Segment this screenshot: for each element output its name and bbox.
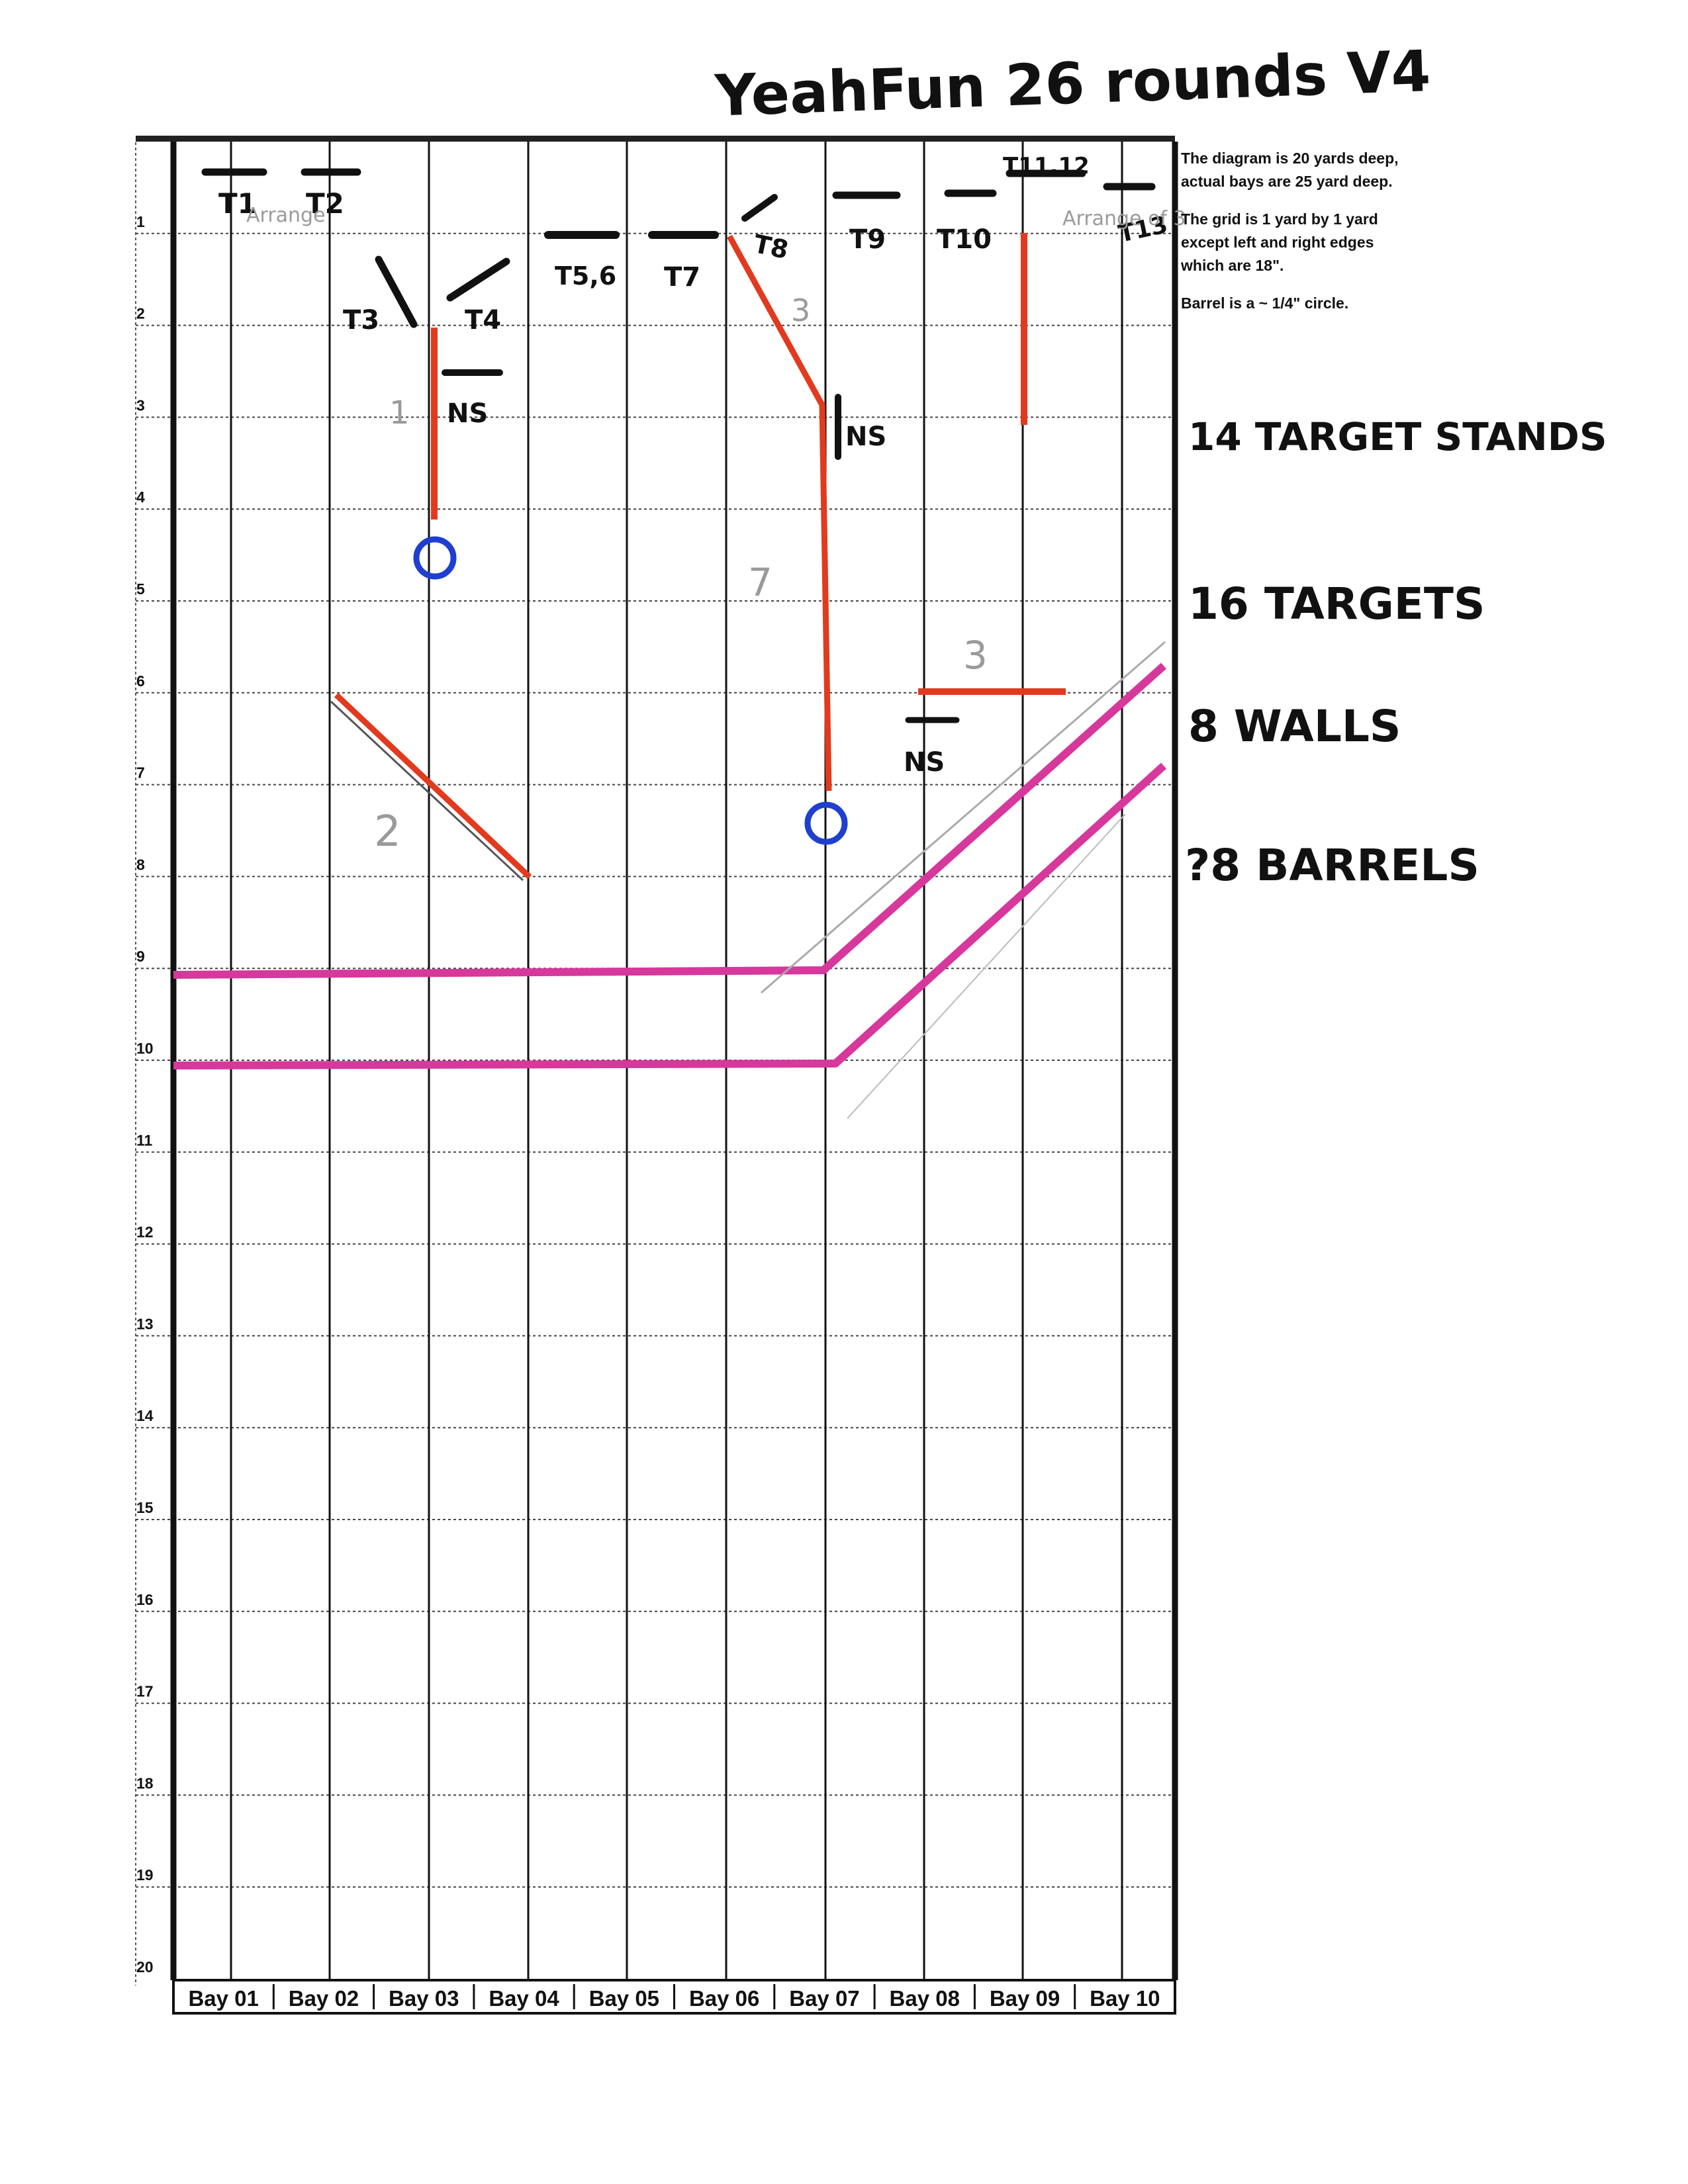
target-label-t2: T2	[306, 187, 344, 220]
fault-line-front	[173, 662, 1167, 979]
target-label-t5-6: T5,6	[555, 261, 616, 291]
row-number: 1	[136, 213, 145, 230]
target-label-t9: T9	[849, 224, 886, 255]
wall-number-3-bay08: 3	[963, 633, 988, 678]
note-grid-size: The grid is 1 yard by 1 yard except left…	[1181, 210, 1378, 274]
wall-number-2: 2	[374, 807, 401, 856]
no-shoot-label-bay03: NS	[447, 398, 488, 429]
bay-label: Bay 08	[890, 1986, 960, 2011]
wall-number-1: 1	[389, 394, 410, 432]
row-number: 17	[136, 1683, 154, 1700]
target-labels: T1 T2 T3 T4 T5,6 T7 T8 T9 T10 T11,12 T13…	[218, 153, 1170, 778]
row-number: 2	[136, 305, 145, 322]
target-label-t10: T10	[937, 224, 992, 255]
pencil-annotations: 1 2 3 3 7 Arrange Arrange of 3	[246, 204, 1186, 856]
row-number: 13	[136, 1315, 154, 1332]
bay-label: Bay 04	[489, 1986, 559, 2011]
target-stand-t4	[446, 257, 510, 302]
bay-label: Bay 10	[1090, 1986, 1160, 2011]
barrel-bay07	[804, 801, 848, 845]
pencil-note-arrange-of-3: Arrange of 3	[1062, 207, 1186, 230]
row-number: 18	[136, 1774, 154, 1792]
target-label-t8: T8	[751, 229, 791, 265]
grid-top-bar	[136, 136, 1175, 142]
wall-2	[334, 692, 532, 880]
target-label-t3: T3	[343, 305, 379, 336]
count-target-stands: 14 TARGET STANDS	[1188, 414, 1607, 459]
target-label-t1: T1	[218, 187, 257, 220]
count-targets: 16 TARGETS	[1188, 578, 1485, 629]
bay-label: Bay 09	[990, 1986, 1060, 2011]
row-number: 4	[136, 488, 145, 506]
wall-2-pencil	[330, 700, 524, 882]
row-number: 10	[136, 1040, 154, 1057]
row-number: 6	[136, 672, 145, 690]
row-number: 11	[136, 1132, 153, 1149]
notes-block: The diagram is 20 yards deep, actual bay…	[1181, 147, 1419, 330]
bay-label: Bay 02	[289, 1986, 359, 2011]
no-shoot-label-bay07: NS	[845, 422, 886, 452]
diagram-title: YeahFun 26 rounds V4	[714, 38, 1432, 130]
row-number: 7	[136, 764, 145, 782]
pencil-sketch-line	[847, 813, 1126, 1119]
bay-label: Bay 01	[188, 1986, 258, 2011]
walls	[330, 233, 1066, 882]
note-diagram-depth: The diagram is 20 yards deep, actual bay…	[1181, 150, 1399, 190]
count-barrels: ?8 BARRELS	[1185, 840, 1479, 891]
count-walls: 8 WALLS	[1188, 701, 1401, 752]
target-label-t7: T7	[664, 262, 700, 293]
target-stands	[201, 168, 1156, 723]
bay-labels: Bay 01 Bay 02 Bay 03 Bay 04 Bay 05 Bay 06 Bay …	[188, 1984, 1160, 2011]
bay-label: Bay 03	[389, 1986, 459, 2011]
wall-number-7: 7	[748, 560, 773, 605]
target-label-t4: T4	[465, 305, 501, 336]
barrel-bay03	[413, 536, 457, 580]
target-label-t11-12: T11,12	[1003, 153, 1090, 179]
no-shoot-label-bay08: NS	[904, 747, 945, 778]
wall-3-7	[727, 234, 832, 792]
target-stand-t8	[741, 194, 778, 222]
fault-lines	[173, 641, 1167, 1119]
pencil-note-arrange: Arrange	[246, 204, 326, 227]
note-barrel-size: Barrel is a ~ 1/4" circle.	[1181, 295, 1349, 312]
pencil-sketch-line	[761, 641, 1166, 994]
row-number: 3	[136, 396, 145, 414]
bay-label: Bay 06	[689, 1986, 759, 2011]
row-number: 16	[136, 1591, 154, 1608]
row-number: 14	[136, 1407, 154, 1424]
row-number: 9	[136, 948, 145, 965]
wall-number-3-bay07: 3	[791, 293, 810, 328]
row-number: 12	[136, 1224, 154, 1241]
count-list: 14 TARGET STANDS 16 TARGETS 8 WALLS ?8 B…	[1185, 414, 1607, 891]
row-number: 20	[136, 1958, 154, 1976]
row-number: 15	[136, 1499, 154, 1516]
target-stand-t3	[375, 255, 418, 328]
bay-label: Bay 05	[589, 1986, 659, 2011]
barrels	[413, 536, 848, 845]
bay-label: Bay 07	[789, 1986, 859, 2011]
fault-line-rear	[173, 762, 1167, 1069]
row-number: 5	[136, 580, 145, 598]
row-number: 8	[136, 856, 145, 873]
row-number: 19	[136, 1866, 154, 1884]
